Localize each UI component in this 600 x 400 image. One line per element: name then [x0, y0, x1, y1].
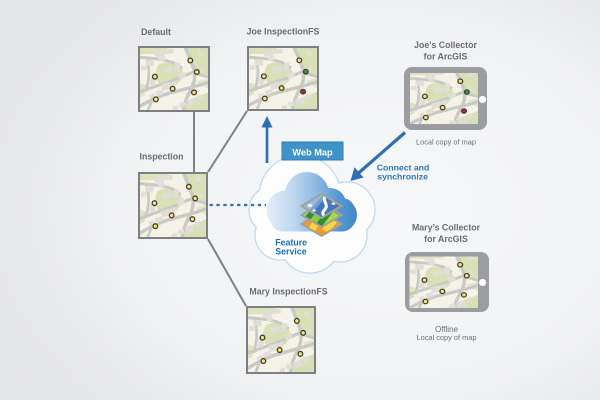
svg-text:Default: Default [141, 27, 171, 37]
svg-text:for ArcGIS: for ArcGIS [424, 234, 468, 244]
svg-text:synchronize: synchronize [377, 172, 428, 182]
svg-text:Offline: Offline [435, 325, 459, 334]
svg-text:Joe’s Collector: Joe’s Collector [414, 40, 477, 50]
svg-text:Local copy of map: Local copy of map [416, 137, 476, 146]
svg-text:for ArcGIS: for ArcGIS [424, 52, 468, 62]
svg-text:Inspection: Inspection [140, 152, 184, 162]
svg-text:Mary’s Collector: Mary’s Collector [412, 223, 481, 233]
svg-text:Web Map: Web Map [292, 147, 333, 157]
svg-text:Service: Service [275, 247, 306, 257]
svg-text:Feature: Feature [275, 237, 307, 247]
svg-text:Joe InspectionFS: Joe InspectionFS [247, 26, 320, 36]
svg-text:Local copy of map: Local copy of map [417, 333, 477, 342]
svg-text:Connect and: Connect and [377, 162, 430, 172]
svg-text:Mary InspectionFS: Mary InspectionFS [249, 286, 327, 296]
